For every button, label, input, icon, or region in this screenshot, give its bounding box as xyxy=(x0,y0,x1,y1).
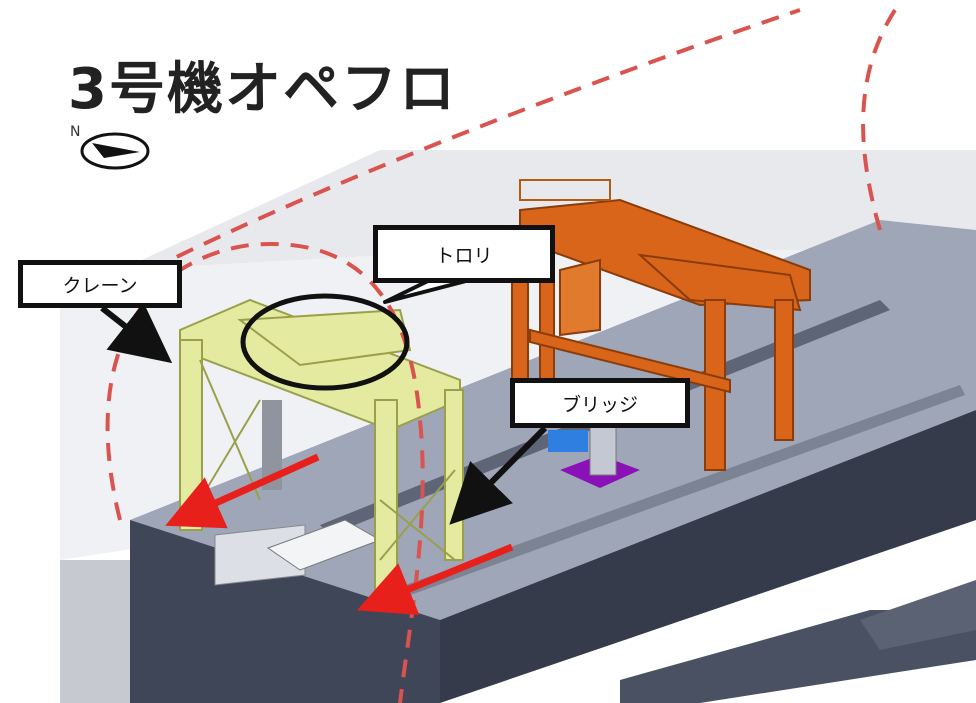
lower-ledge xyxy=(60,560,130,703)
crane-movement-arrow xyxy=(165,453,320,529)
crane-callout: クレーン xyxy=(18,260,182,308)
bridge-pointer-arrow xyxy=(449,425,548,525)
trolley-highlight-ellipse xyxy=(240,293,410,391)
crane-movement-arrow xyxy=(357,543,514,616)
crane-hook-column xyxy=(262,400,282,490)
crane-pointer-arrow xyxy=(100,302,173,364)
lower-ledge xyxy=(860,580,976,650)
blue-equipment xyxy=(548,430,588,452)
page-title: 3号機オペフロ xyxy=(68,57,457,122)
gantry-railing xyxy=(519,179,611,201)
operating-floor-front xyxy=(130,520,440,703)
rail-track xyxy=(350,385,965,615)
operating-floor-side xyxy=(440,410,976,703)
compass-icon xyxy=(80,132,150,170)
trolley-callout: トロリ xyxy=(373,225,555,283)
bridge-callout: ブリッジ xyxy=(510,378,690,428)
equipment-box xyxy=(214,524,306,586)
north-label: N xyxy=(70,124,81,140)
